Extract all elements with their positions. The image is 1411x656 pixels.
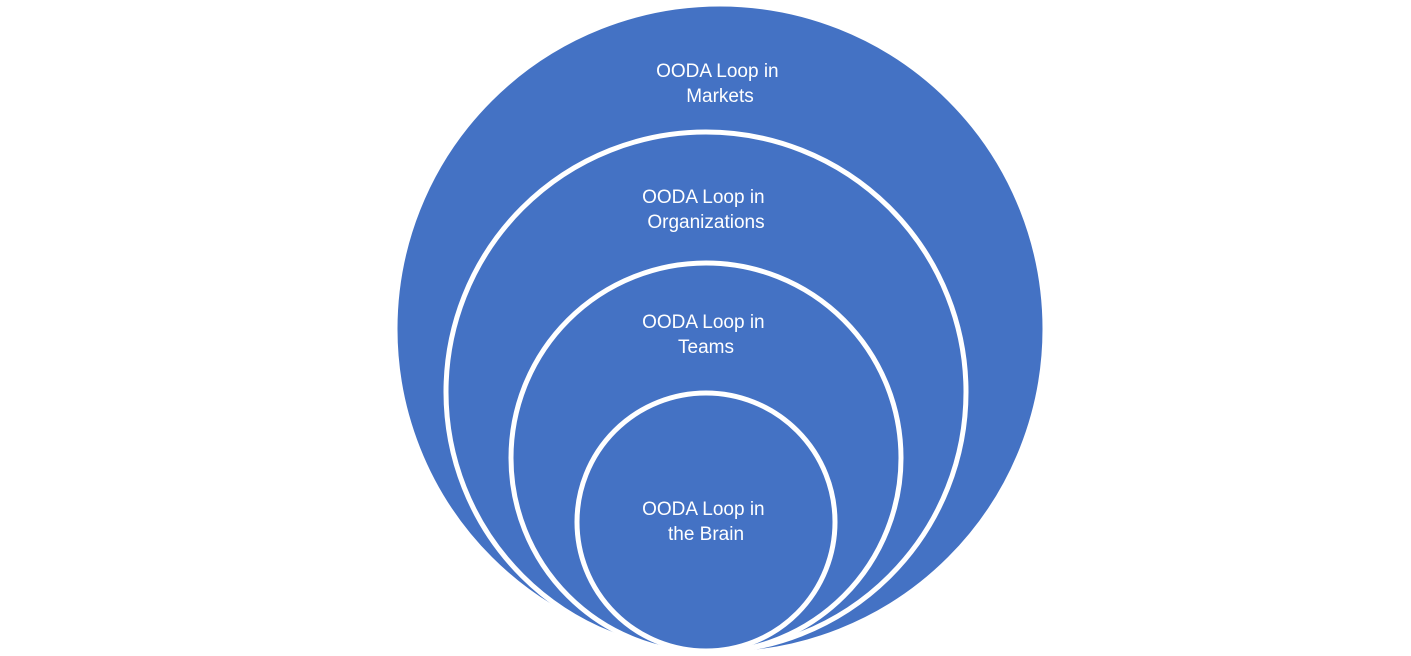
circle-teams-label: OODA Loop in Teams [642, 312, 770, 358]
circle-teams-label-line1: OODA Loop in [642, 312, 765, 333]
circle-markets-label-line2: Markets [686, 86, 754, 107]
circle-brain-label-line2: the Brain [668, 524, 744, 545]
circle-organizations-label-line2: Organizations [647, 212, 764, 233]
circle-brain: OODA Loop in the Brain [574, 390, 838, 654]
circle-organizations-label: OODA Loop in Organizations [642, 187, 770, 233]
circle-brain-shape [574, 390, 838, 654]
circle-markets-label-line1: OODA Loop in [656, 61, 779, 82]
circle-organizations-label-line1: OODA Loop in [642, 187, 765, 208]
circle-brain-label-line1: OODA Loop in [642, 499, 765, 520]
circle-brain-label: OODA Loop in the Brain [642, 499, 770, 545]
circle-teams-label-line2: Teams [678, 337, 734, 358]
circle-markets-label: OODA Loop in Markets [656, 61, 784, 107]
